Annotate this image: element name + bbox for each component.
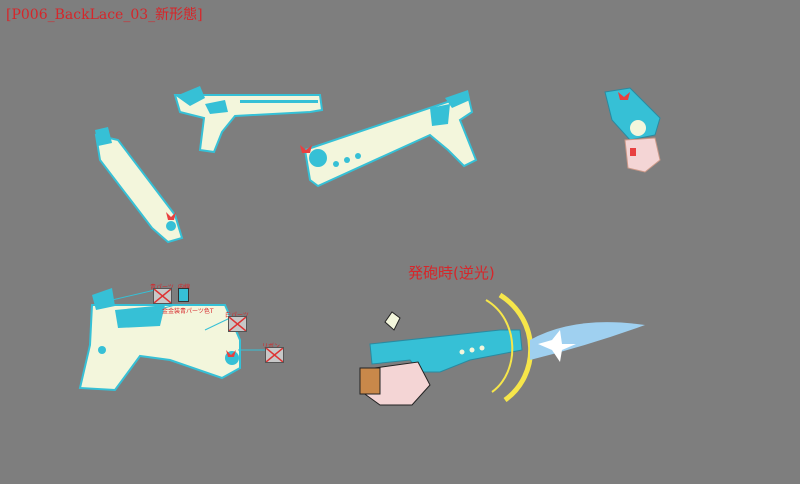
firing-label: 発砲時(逆光) (408, 264, 495, 282)
gun-firing-backlit (359, 292, 645, 406)
gun-left-angled-view (94, 127, 184, 244)
gun-top-side-view (173, 86, 324, 154)
swatch-white-part (228, 316, 247, 332)
callout-inner-line: 内線 (178, 282, 190, 291)
callout-ribbon: リボン (262, 341, 280, 350)
gun-annotated-side-view (78, 288, 265, 392)
callout-white-part: 白パーツ (225, 310, 249, 319)
swatch-blue-part (153, 288, 172, 304)
gun-front-view-with-hand (604, 87, 661, 173)
sheet-title: [P006_BackLace_03_新形態] (6, 7, 203, 23)
swatch-ribbon (265, 347, 284, 363)
swatch-inner-line (178, 288, 189, 302)
callout-blue-part: 青パーツ (150, 282, 174, 291)
callout-gold-trim: 金金装青パーツ色T (162, 308, 214, 315)
gun-center-perspective-view (300, 90, 478, 188)
